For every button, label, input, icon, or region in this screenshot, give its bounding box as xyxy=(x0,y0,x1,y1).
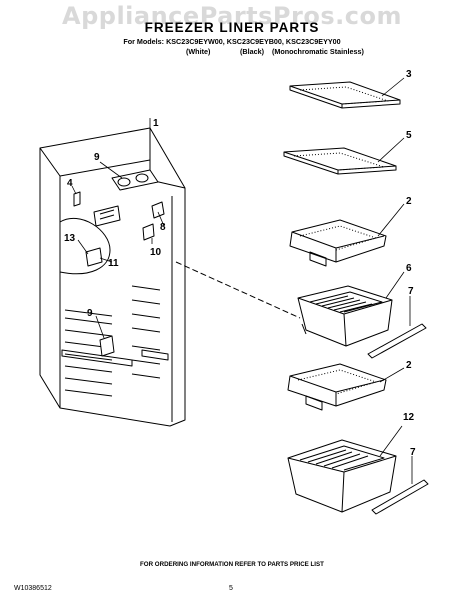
callout-7-lower: 7 xyxy=(410,447,416,458)
shelf-support xyxy=(142,223,155,241)
lamp-socket xyxy=(93,205,121,227)
page-number: 5 xyxy=(229,585,233,592)
callout-1: 1 xyxy=(153,118,159,129)
variant-black: (Black) xyxy=(240,47,264,56)
shelf-assembly-upper xyxy=(289,219,387,267)
callout-13: 13 xyxy=(64,233,76,244)
trim-strip-upper xyxy=(367,323,427,359)
callout-9-lower: 9 xyxy=(87,308,93,319)
shelf-assembly-lower xyxy=(287,363,387,411)
control-housing xyxy=(111,169,159,191)
callout-8: 8 xyxy=(160,222,166,233)
callout-2-upper: 2 xyxy=(406,196,412,207)
callout-2-lower: 2 xyxy=(406,360,412,371)
trim-strip-lower xyxy=(371,479,429,515)
leader-lines xyxy=(71,77,413,484)
model-list: For Models: KSC23C9EYW00, KSC23C9EYB00, … xyxy=(123,37,341,46)
callout-10: 10 xyxy=(150,247,162,258)
freezer-drawer-lower xyxy=(287,439,397,513)
freezer-drawer-upper xyxy=(297,285,393,347)
bracket-part xyxy=(85,247,103,267)
model-variants: (White) (Black) (Monochromatic Stainless… xyxy=(0,47,464,57)
clip-part xyxy=(73,191,81,207)
freezer-liner xyxy=(39,127,186,427)
callout-11: 11 xyxy=(108,258,119,269)
damper-knob xyxy=(99,335,115,357)
ordering-note: FOR ORDERING INFORMATION REFER TO PARTS … xyxy=(140,561,324,568)
variant-stainless: (Monochromatic Stainless) xyxy=(272,47,364,56)
callout-6: 6 xyxy=(406,263,412,274)
document-number: W10386512 xyxy=(14,585,52,592)
callout-7-upper: 7 xyxy=(408,286,414,297)
page-title: FREEZER LINER PARTS xyxy=(144,20,320,35)
glass-shelf-middle xyxy=(283,147,397,175)
callout-12: 12 xyxy=(403,412,415,423)
glass-shelf-top xyxy=(289,81,401,109)
hinge-cover xyxy=(151,201,165,219)
callout-5: 5 xyxy=(406,130,412,141)
callout-3: 3 xyxy=(406,69,412,80)
watermark-text: AppliancePartsPros.com xyxy=(62,2,402,30)
callout-9-upper: 9 xyxy=(94,152,100,163)
callout-4: 4 xyxy=(67,178,73,189)
alignment-line xyxy=(175,261,301,319)
variant-white: (White) xyxy=(186,47,211,56)
